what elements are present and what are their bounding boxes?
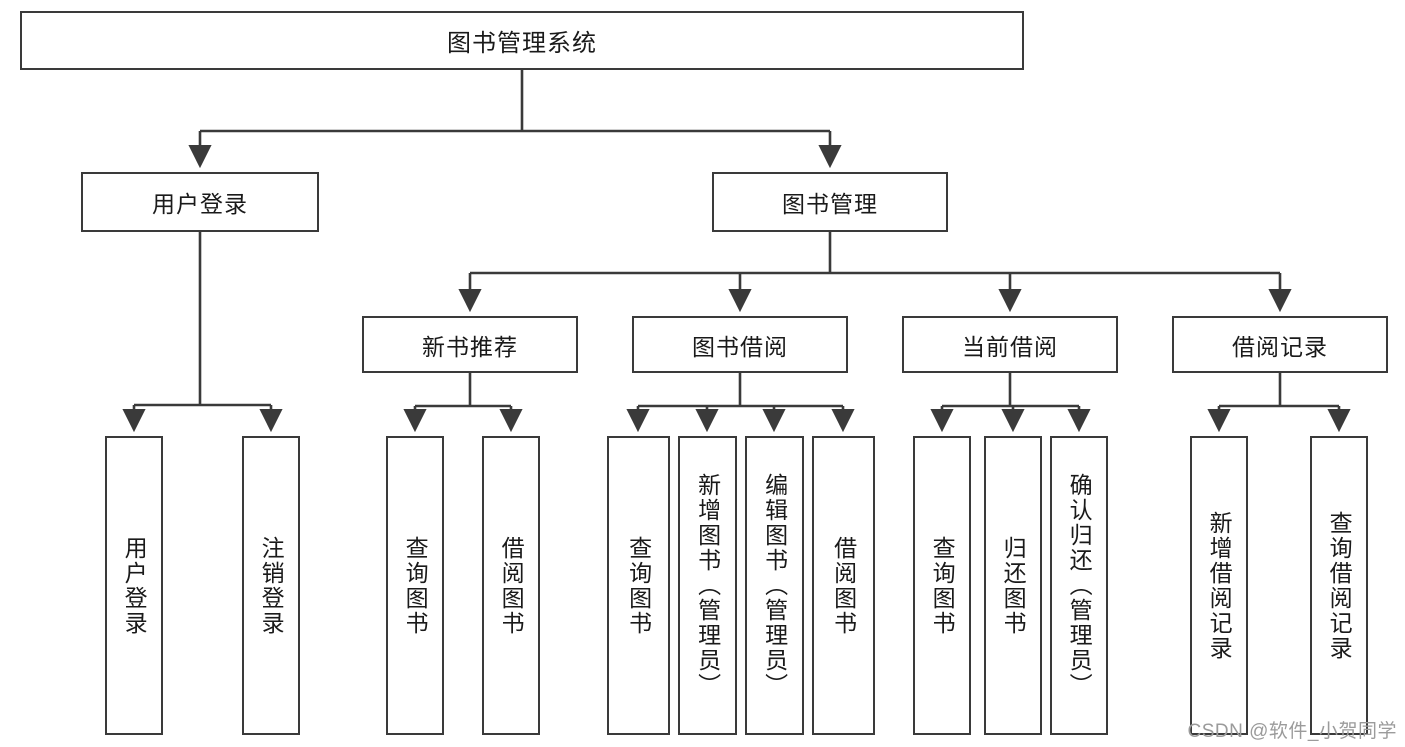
node-label: 新书推荐 [422,333,518,360]
node-label: 借阅记录 [1232,333,1328,360]
node-leaf-query-book-current[interactable]: 查询图书 [913,436,971,735]
node-label: 查询图书 [402,535,429,636]
node-leaf-user-login[interactable]: 用户登录 [105,436,163,735]
node-label: 确认归还（管理员） [1066,473,1093,698]
node-leaf-borrow-book-rec[interactable]: 借阅图书 [482,436,540,735]
node-label: 新增借阅记录 [1206,510,1233,661]
node-label: 查询借阅记录 [1326,510,1353,661]
node-leaf-query-book-borrow[interactable]: 查询图书 [607,436,670,735]
node-label: 查询图书 [929,535,956,636]
node-leaf-add-borrow-record[interactable]: 新增借阅记录 [1190,436,1248,735]
node-label: 借阅图书 [830,535,857,636]
node-leaf-borrow-book[interactable]: 借阅图书 [812,436,875,735]
node-label: 用户登录 [152,191,248,217]
node-level3-new-book-recommend[interactable]: 新书推荐 [362,316,578,373]
node-level3-book-borrow[interactable]: 图书借阅 [632,316,848,373]
node-level3-current-borrow[interactable]: 当前借阅 [902,316,1118,373]
node-root[interactable]: 图书管理系统 [20,11,1024,70]
node-leaf-add-book-admin[interactable]: 新增图书（管理员） [678,436,737,735]
node-leaf-query-book-rec[interactable]: 查询图书 [386,436,444,735]
node-level2-book-management[interactable]: 图书管理 [712,172,948,232]
node-label: 编辑图书（管理员） [761,473,788,698]
node-level2-user-login[interactable]: 用户登录 [81,172,319,232]
node-label: 用户登录 [121,535,148,636]
node-level3-borrow-record[interactable]: 借阅记录 [1172,316,1388,373]
node-leaf-return-book[interactable]: 归还图书 [984,436,1042,735]
node-root-label: 图书管理系统 [447,30,597,57]
node-leaf-confirm-return-admin[interactable]: 确认归还（管理员） [1050,436,1108,735]
node-label: 图书借阅 [692,333,788,360]
node-label: 图书管理 [782,191,878,217]
node-label: 当前借阅 [962,333,1058,360]
watermark: CSDN @软件_小贺同学 [1187,721,1397,742]
node-label: 查询图书 [625,535,652,636]
node-label: 归还图书 [1000,535,1027,636]
node-leaf-query-borrow-record[interactable]: 查询借阅记录 [1310,436,1368,735]
node-label: 借阅图书 [498,535,525,636]
node-leaf-edit-book-admin[interactable]: 编辑图书（管理员） [745,436,804,735]
node-label: 新增图书（管理员） [694,473,721,698]
node-leaf-logout[interactable]: 注销登录 [242,436,300,735]
node-label: 注销登录 [258,535,285,636]
